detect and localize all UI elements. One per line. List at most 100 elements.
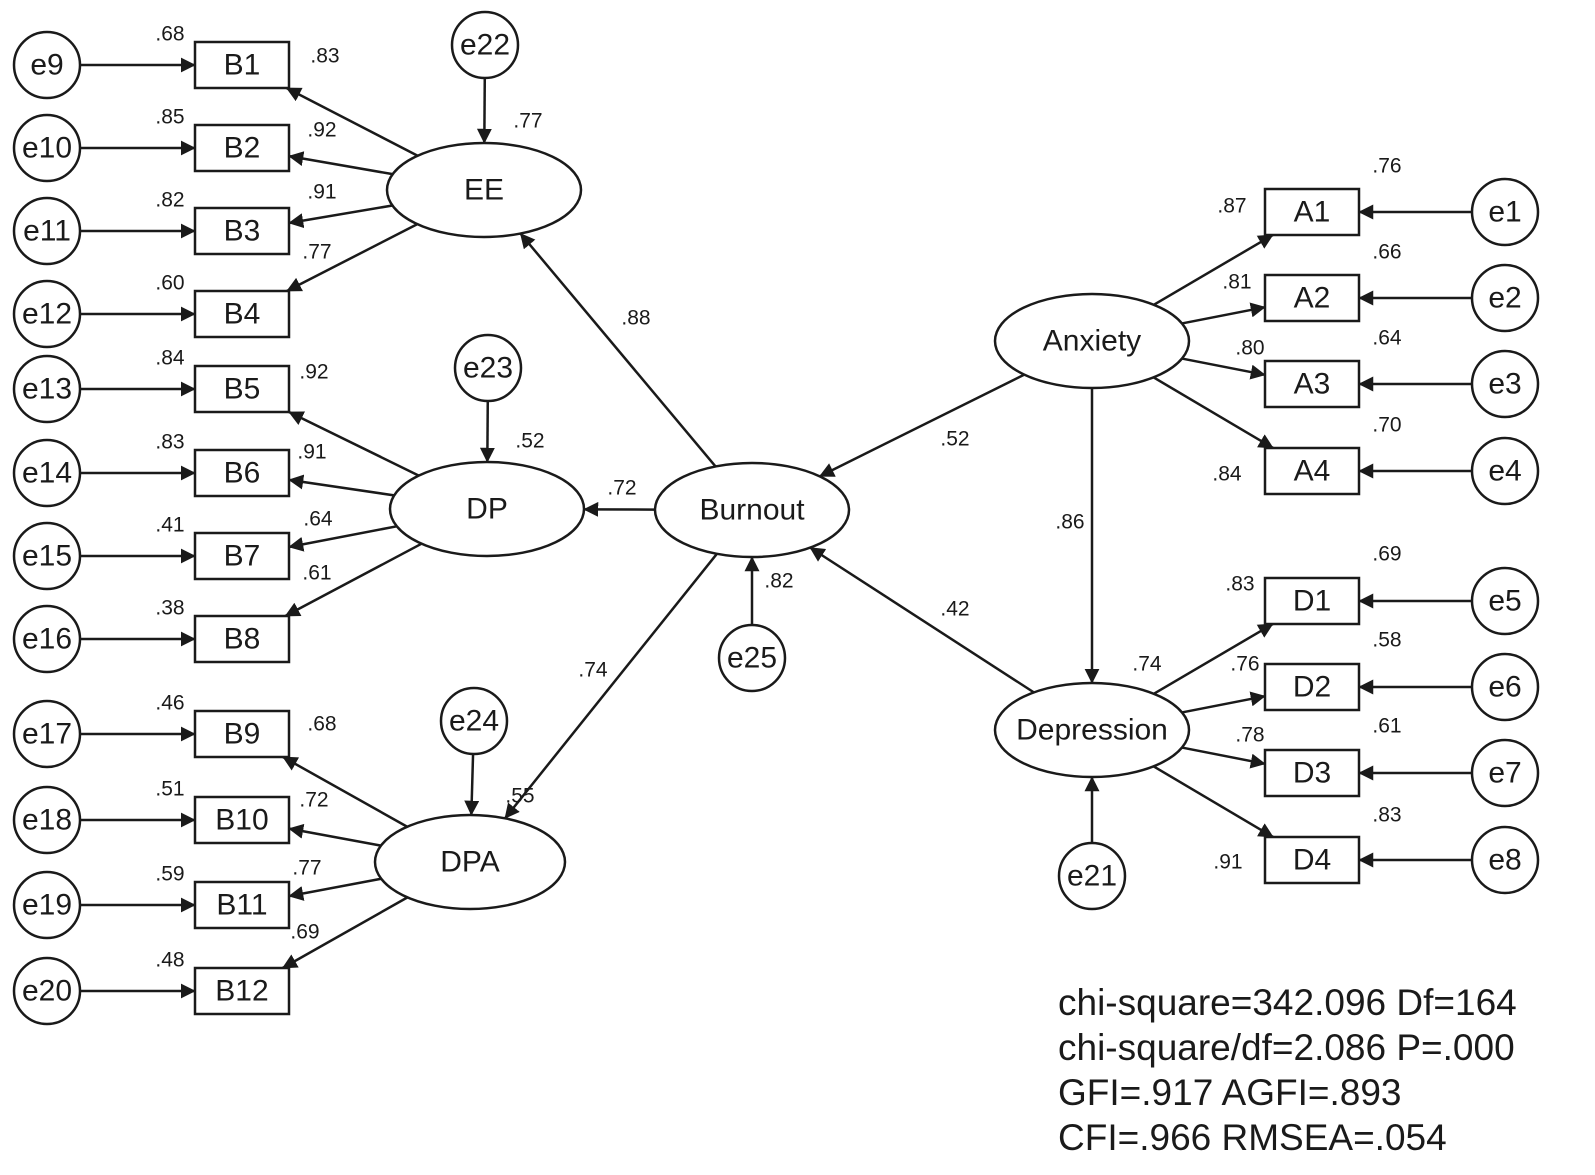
error-term-e4-label: e4 bbox=[1488, 455, 1521, 488]
arrow-depression-to-d4 bbox=[1152, 765, 1274, 839]
arrow-dp-to-b5 bbox=[288, 410, 420, 477]
indicator-b11-label: B11 bbox=[216, 889, 267, 922]
error-term-e5-label: e5 bbox=[1488, 585, 1521, 618]
coefficient-path-depression-burnout: .42 bbox=[940, 598, 969, 621]
error-term-e8-label: e8 bbox=[1488, 844, 1521, 877]
error-term-e15-label: e15 bbox=[22, 540, 72, 573]
latent-dpa-shape bbox=[373, 813, 567, 911]
model-fit-statistics: chi-square=342.096 Df=164 chi-square/df=… bbox=[1058, 980, 1517, 1160]
latent-depression-label: Depression bbox=[1016, 714, 1168, 747]
coefficient-r2-dpa: .55 bbox=[505, 785, 534, 808]
error-term-e16-label: e16 bbox=[22, 623, 72, 656]
coefficient-r2-d3: .61 bbox=[1372, 715, 1401, 738]
arrow-dp-to-b7 bbox=[288, 525, 398, 552]
error-term-e9-label: e9 bbox=[30, 49, 63, 82]
indicator-b1-label: B1 bbox=[224, 49, 261, 82]
arrow-ee-to-b1 bbox=[285, 86, 419, 157]
indicator-d2-shape bbox=[1263, 662, 1361, 712]
indicator-b8-shape bbox=[193, 614, 291, 664]
arrow-depression-to-d3 bbox=[1181, 746, 1266, 769]
coefficient-load-d2: .76 bbox=[1230, 653, 1259, 676]
error-term-e12-label: e12 bbox=[22, 298, 72, 331]
indicator-b10-label: B10 bbox=[215, 804, 268, 837]
indicator-d1-shape bbox=[1263, 576, 1361, 626]
coefficient-r2-a3: .64 bbox=[1372, 327, 1402, 350]
error-term-e13-label: e13 bbox=[22, 373, 72, 406]
error-term-e23-shape bbox=[453, 333, 523, 403]
indicator-b3-shape bbox=[193, 206, 291, 256]
coefficient-load-d4: .91 bbox=[1213, 851, 1242, 874]
coefficient-r2-d1: .69 bbox=[1372, 543, 1401, 566]
error-term-e16-shape bbox=[12, 604, 82, 674]
indicator-b9-label: B9 bbox=[224, 718, 261, 751]
error-term-e3-label: e3 bbox=[1488, 368, 1521, 401]
indicator-a4-shape bbox=[1263, 446, 1361, 496]
coefficient-load-b6: .91 bbox=[297, 441, 326, 464]
indicator-b4-label: B4 bbox=[224, 298, 261, 331]
indicator-b1-shape bbox=[193, 40, 291, 90]
latent-anxiety-label: Anxiety bbox=[1043, 325, 1141, 358]
arrow-anxiety-to-a3 bbox=[1181, 357, 1266, 380]
error-term-e24-label: e24 bbox=[449, 705, 499, 738]
coefficient-load-b11: .77 bbox=[292, 857, 321, 880]
latent-anxiety-shape bbox=[993, 292, 1191, 390]
coefficient-r2-depression: .74 bbox=[1132, 653, 1162, 676]
coefficient-r2-b3: .82 bbox=[155, 189, 184, 212]
coefficient-load-b8: .61 bbox=[302, 562, 331, 585]
indicator-a3-shape bbox=[1263, 359, 1361, 409]
error-term-e13-shape bbox=[12, 354, 82, 424]
coefficient-path-burnout-ee: .88 bbox=[621, 307, 650, 330]
latent-ee-shape bbox=[385, 141, 583, 239]
indicator-b5-shape bbox=[193, 364, 291, 414]
error-term-e7-label: e7 bbox=[1488, 757, 1521, 790]
indicator-a1-label: A1 bbox=[1294, 196, 1331, 229]
arrow-anxiety-to-a2 bbox=[1181, 302, 1266, 325]
error-term-e6-label: e6 bbox=[1488, 671, 1521, 704]
indicator-a3-label: A3 bbox=[1294, 368, 1331, 401]
error-term-e10-label: e10 bbox=[22, 132, 72, 165]
arrow-dpa-to-b9 bbox=[282, 755, 408, 828]
coefficient-r2-b1: .68 bbox=[155, 23, 184, 46]
error-term-e11-label: e11 bbox=[23, 215, 71, 248]
indicator-b6-shape bbox=[193, 448, 291, 498]
coefficient-load-b7: .64 bbox=[303, 508, 333, 531]
error-term-e2-shape bbox=[1470, 263, 1540, 333]
error-term-e20-label: e20 bbox=[22, 975, 72, 1008]
indicator-a4-label: A4 bbox=[1294, 455, 1331, 488]
error-term-e17-label: e17 bbox=[22, 718, 72, 751]
coefficient-load-b2: .92 bbox=[307, 119, 336, 142]
error-term-e1-shape bbox=[1470, 177, 1540, 247]
indicator-b2-shape bbox=[193, 123, 291, 173]
coefficient-r2-b2: .85 bbox=[155, 106, 184, 129]
error-term-e4-shape bbox=[1470, 436, 1540, 506]
coefficient-r2-b11: .59 bbox=[155, 863, 184, 886]
arrow-ee-to-b3 bbox=[288, 204, 393, 229]
coefficient-load-d3: .78 bbox=[1235, 724, 1264, 747]
coefficient-load-b9: .68 bbox=[307, 713, 336, 736]
fit-stat-gfi-agfi: GFI=.917 AGFI=.893 bbox=[1058, 1072, 1402, 1113]
error-term-e7-shape bbox=[1470, 738, 1540, 808]
coefficient-r2-dp: .52 bbox=[515, 430, 544, 453]
indicator-b9-shape bbox=[193, 709, 291, 759]
error-term-e6-shape bbox=[1470, 652, 1540, 722]
coefficient-r2-b7: .41 bbox=[155, 514, 184, 537]
fit-stat-chi-square-df: chi-square/df=2.086 P=.000 bbox=[1058, 1027, 1515, 1068]
arrow-dp-to-b8 bbox=[284, 542, 423, 618]
coefficient-load-a4: .84 bbox=[1212, 463, 1242, 486]
error-term-e22-shape bbox=[450, 10, 520, 80]
arrow-anxiety-to-burnout bbox=[819, 373, 1025, 478]
indicator-b5-label: B5 bbox=[224, 373, 261, 406]
indicator-d2-label: D2 bbox=[1293, 671, 1331, 704]
error-term-e22-label: e22 bbox=[460, 29, 510, 62]
indicator-a1-shape bbox=[1263, 187, 1361, 237]
indicator-b3-label: B3 bbox=[224, 215, 261, 248]
error-term-e18-shape bbox=[12, 785, 82, 855]
indicator-a2-shape bbox=[1263, 273, 1361, 323]
coefficient-load-a3: .80 bbox=[1235, 337, 1264, 360]
error-term-e23-label: e23 bbox=[463, 352, 513, 385]
error-term-e12-shape bbox=[12, 279, 82, 349]
indicator-d3-label: D3 bbox=[1293, 757, 1331, 790]
error-term-e25-shape bbox=[717, 623, 787, 693]
error-term-e17-shape bbox=[12, 699, 82, 769]
